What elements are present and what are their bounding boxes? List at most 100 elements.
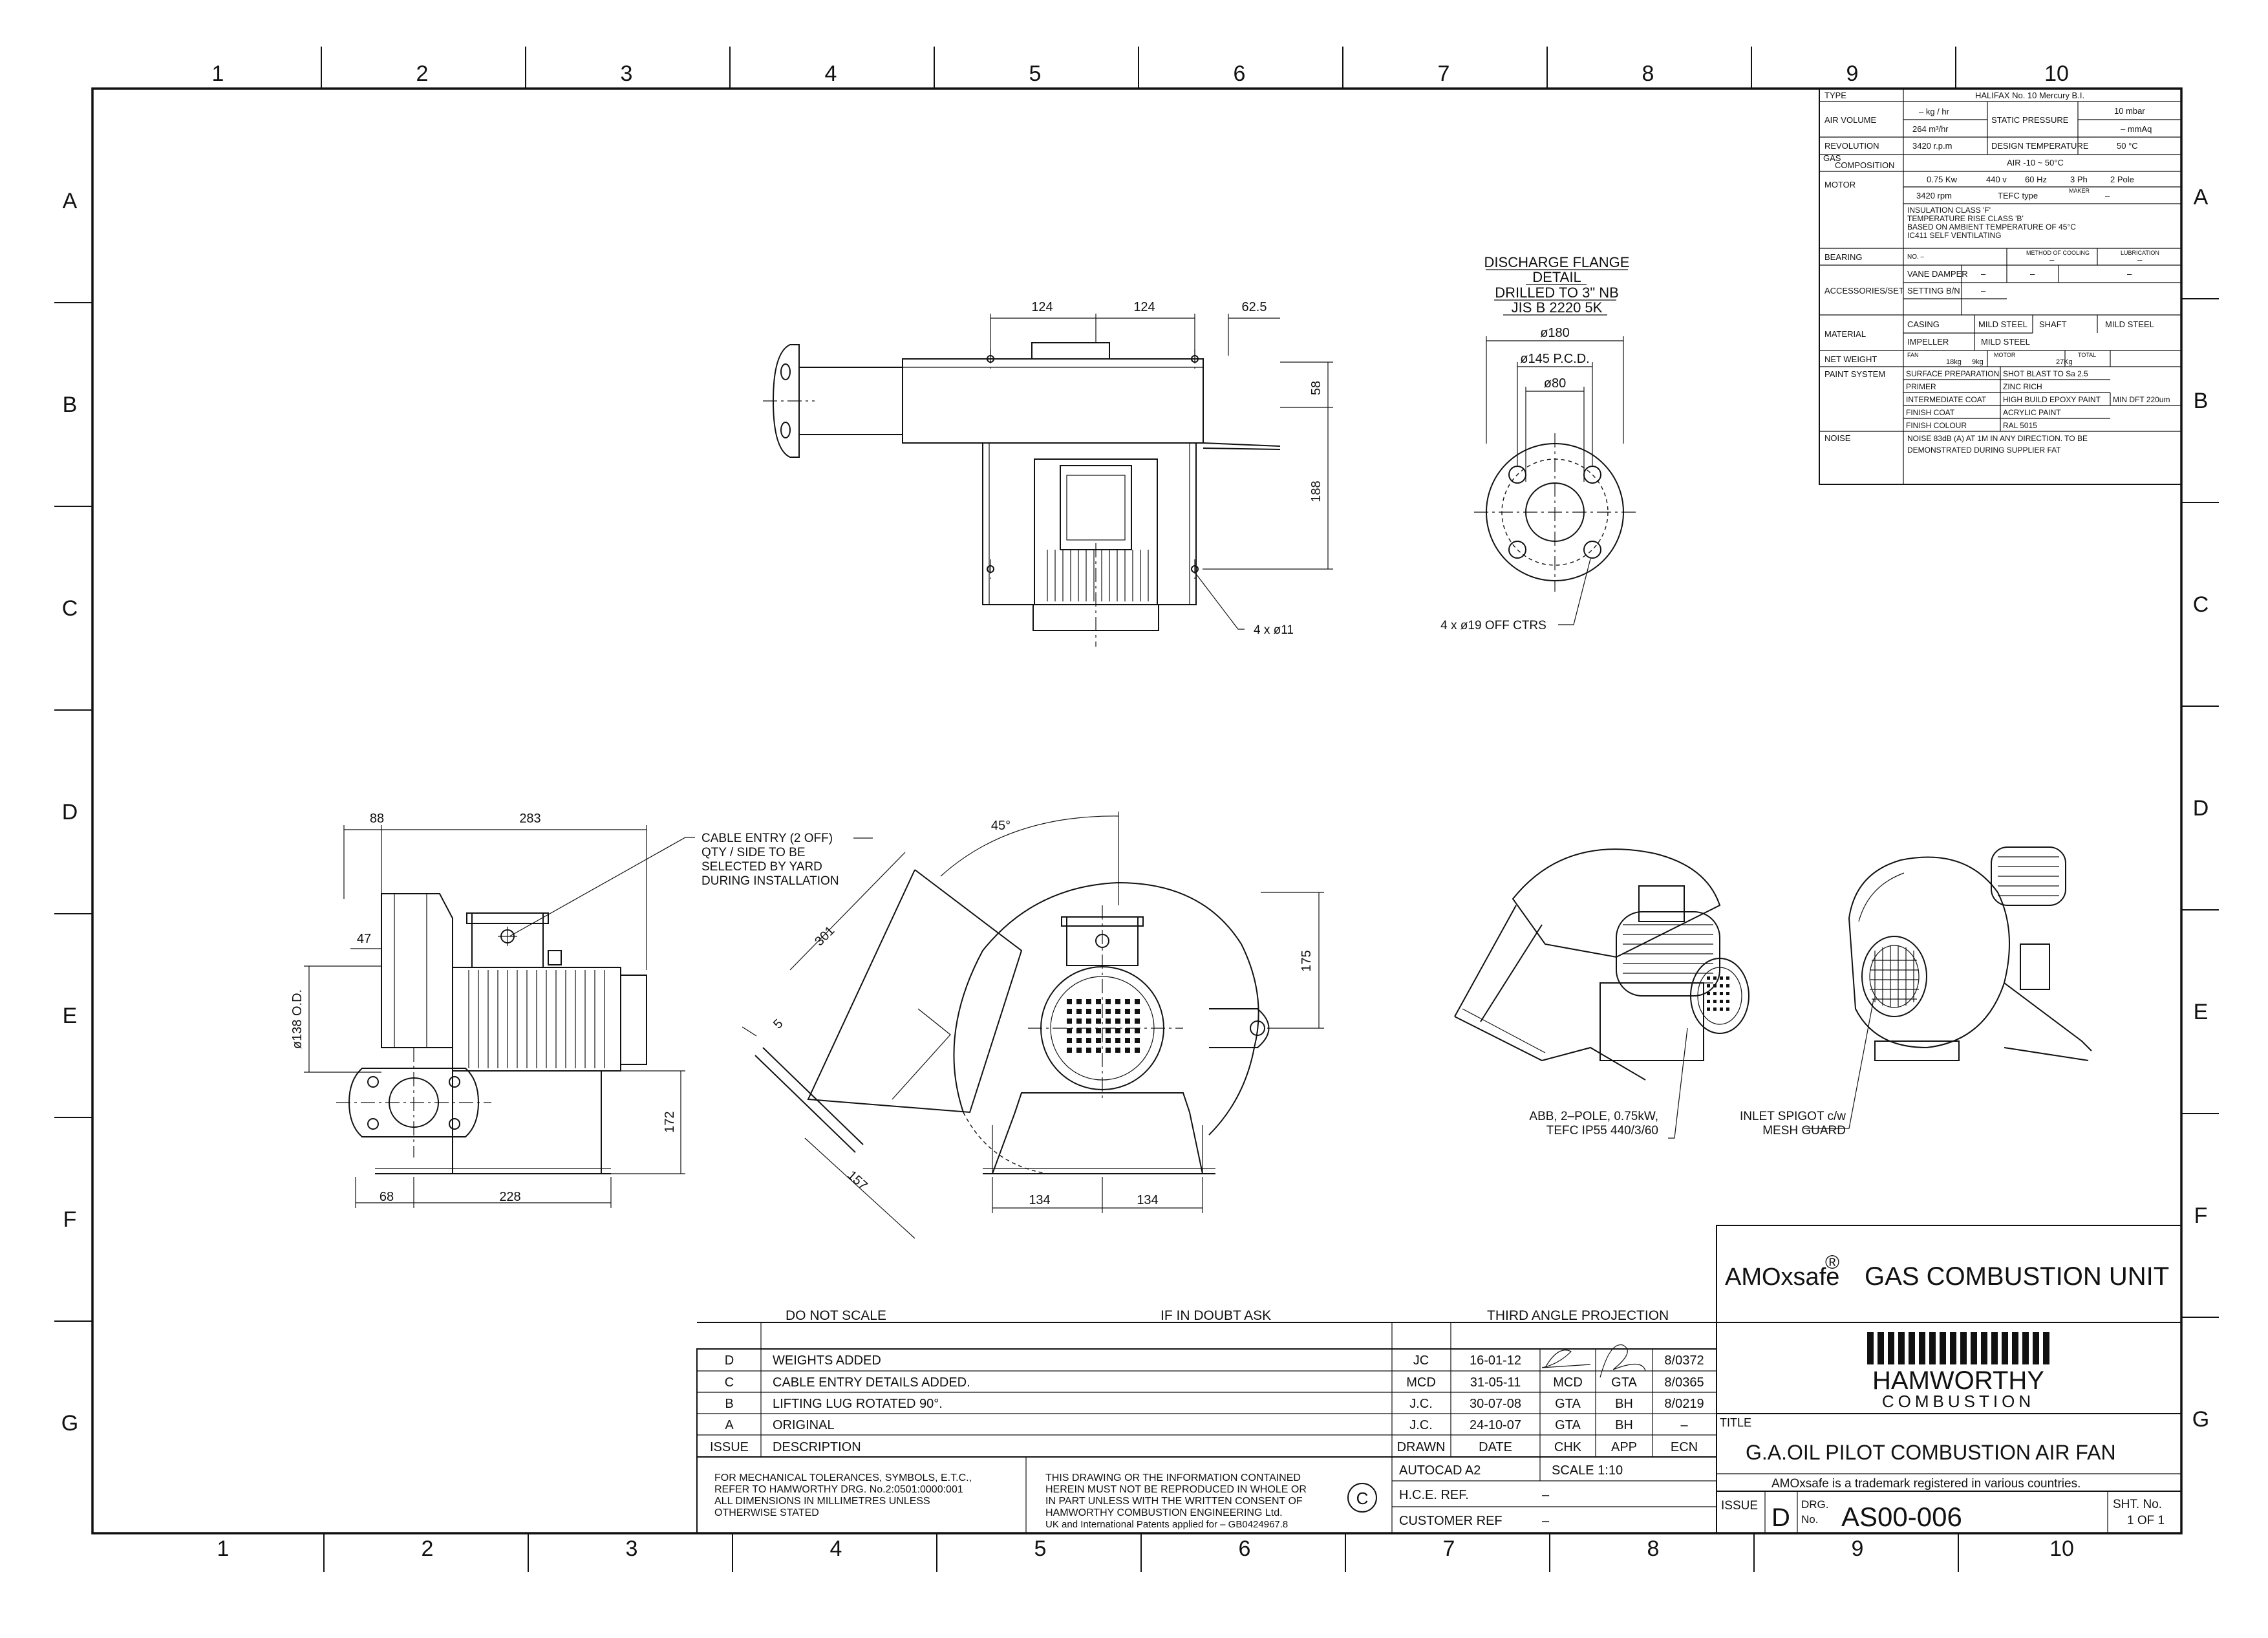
flange-detail-view (1474, 269, 1636, 625)
zone-col-top-2: 2 (416, 61, 429, 86)
top-dim-124b: 124 (1133, 300, 1155, 314)
side-dim-228: 228 (499, 1190, 520, 1204)
zone-row-left-g: G (61, 1411, 78, 1436)
spec-shaft-value: MILD STEEL (2105, 319, 2154, 329)
zone-row-left-e: E (63, 1004, 78, 1028)
rev-c-desc: CABLE ENTRY DETAILS ADDED. (773, 1375, 970, 1390)
spec-motor-note-4: IC411 SELF VENTILATING (1907, 231, 2002, 240)
rev-b-app: BH (1615, 1397, 1633, 1411)
spec-setting-bn: SETTING B/N (1907, 286, 1960, 296)
zone-row-left-a: A (63, 189, 78, 213)
flange-title-2: DETAIL (1532, 269, 1581, 285)
zone-col-bottom-2: 2 (422, 1536, 434, 1561)
rev-d-issue: D (725, 1353, 734, 1368)
spec-type-label: TYPE (1824, 91, 1846, 100)
spec-material-label: MATERIAL (1824, 329, 1866, 339)
spec-paint-row-3-value: HIGH BUILD EPOXY PAINT (2003, 395, 2101, 404)
spec-motor-pole: 2 Pole (2110, 175, 2134, 184)
side-dim-172: 172 (663, 1111, 677, 1132)
rev-a-issue: A (725, 1418, 734, 1432)
front-view (742, 812, 1324, 1239)
drawing-number: AS00-006 (1841, 1502, 1962, 1532)
flange-dim-145: ø145 P.C.D. (1520, 352, 1589, 366)
top-dim-62-5: 62.5 (1242, 300, 1267, 314)
spec-impeller: IMPELLER (1907, 337, 1949, 347)
tolerance-note-3: ALL DIMENSIONS IN MILLIMETRES UNLESS (714, 1496, 930, 1507)
rev-a-drawn: J.C. (1409, 1418, 1433, 1432)
iso-notes: ABB, 2–POLE, 0.75kW, TEFC IP55 440/3/60 … (1529, 1110, 1846, 1137)
header-drawn: DRAWN (1397, 1440, 1446, 1454)
spec-impeller-value: MILD STEEL (1981, 337, 2030, 347)
cable-note-3: SELECTED BY YARD (701, 860, 822, 874)
spec-motor-kw: 0.75 Kw (1927, 175, 1958, 184)
rev-a-ecn: – (1680, 1418, 1688, 1432)
flange-title-4: JIS B 2220 5K (1512, 299, 1603, 316)
hce-ref-label: H.C.E. REF. (1399, 1488, 1469, 1502)
spec-bearing-lub: LUBRICATION (2121, 250, 2159, 256)
rev-a-desc: ORIGINAL (773, 1418, 835, 1432)
top-dim-188: 188 (1309, 480, 1323, 502)
title-label: TITLE (1720, 1416, 1751, 1429)
spec-paint-dft: MIN DFT 220um (2113, 395, 2170, 404)
zone-col-top-6: 6 (1234, 61, 1246, 86)
unit-title-pre: AMOxsafe (1725, 1264, 1839, 1291)
top-view-dims: 124 124 62.5 58 188 4 x ø11 (1031, 300, 1323, 637)
spec-table-text: TYPE HALIFAX No. 10 Mercury B.I. AIR VOL… (1823, 91, 2170, 455)
header-description: DESCRIPTION (773, 1440, 861, 1454)
rev-d-date: 16-01-12 (1470, 1353, 1521, 1368)
rev-c-date: 31-05-11 (1470, 1375, 1521, 1390)
company-sub: COMBUSTION (1882, 1392, 2035, 1411)
title-block (696, 1225, 2182, 1534)
spec-bearing-no: NO. – (1907, 253, 1925, 261)
spec-casing-value: MILD STEEL (1978, 319, 2027, 329)
rev-a-chk: GTA (1555, 1418, 1581, 1432)
zone-col-bottom-8: 8 (1647, 1536, 1660, 1561)
spec-air-volume-kg: – kg / hr (1919, 107, 1950, 116)
hce-ref-value: – (1542, 1488, 1550, 1502)
rev-c-issue: C (725, 1375, 734, 1390)
top-view (763, 314, 1333, 647)
zone-col-bottom-10: 10 (2049, 1536, 2074, 1561)
spec-paint-row-4-label: FINISH COAT (1906, 408, 1955, 417)
projection-label: THIRD ANGLE PROJECTION (1487, 1308, 1669, 1323)
cable-note-4: DURING INSTALLATION (701, 874, 839, 888)
issue-label: ISSUE (1721, 1499, 1758, 1513)
zone-row-right-c: C (2193, 592, 2209, 617)
spec-paint-row-4-value: ACRYLIC PAINT (2003, 408, 2061, 417)
spec-paint-row-5-value: RAL 5015 (2003, 421, 2037, 430)
zone-col-top-7: 7 (1438, 61, 1450, 86)
zone-col-top-3: 3 (621, 61, 633, 86)
zone-col-bottom-7: 7 (1443, 1536, 1455, 1561)
drawing-title: G.A.OIL PILOT COMBUSTION AIR FAN (1746, 1441, 2116, 1464)
spec-total-label: TOTAL (2078, 352, 2096, 358)
copyright-note-3: IN PART UNLESS WITH THE WRITTEN CONSENT … (1045, 1496, 1303, 1507)
spec-gas-value: AIR -10 ~ 50°C (2007, 158, 2064, 167)
spec-motor-maker-label: MAKER (2069, 188, 2090, 194)
spec-motor-v: 440 v (1986, 175, 2007, 184)
header-ecn: ECN (1671, 1440, 1698, 1454)
spec-motor-note-1: INSULATION CLASS 'F' (1907, 206, 1991, 215)
spec-air-volume-label: AIR VOLUME (1824, 115, 1877, 125)
customer-ref-value: – (1542, 1514, 1550, 1528)
spec-motor-ph: 3 Ph (2070, 175, 2088, 184)
top-dim-58: 58 (1309, 381, 1323, 395)
spec-fan-weight: 18kg (1946, 358, 1962, 366)
spec-casing: CASING (1907, 319, 1940, 329)
spec-fan-label: FAN (1907, 352, 1919, 358)
rev-b-chk: GTA (1555, 1397, 1581, 1411)
zone-col-top-5: 5 (1029, 61, 1042, 86)
copyright-symbol: C (1356, 1489, 1369, 1508)
zone-col-bottom-1: 1 (217, 1536, 230, 1561)
rev-d-ecn: 8/0372 (1664, 1353, 1704, 1368)
zone-labels: 1 2 3 4 5 6 7 8 9 10 1 2 3 4 5 6 7 8 9 1… (61, 61, 2209, 1561)
zone-row-left-f: F (63, 1207, 77, 1232)
rev-d-desc: WEIGHTS ADDED (773, 1353, 881, 1368)
spec-revolution-value: 3420 r.p.m (1912, 141, 1952, 151)
flange-holes-note: 4 x ø19 OFF CTRS (1440, 619, 1546, 632)
spec-gas-label: GAS (1823, 153, 1841, 163)
spec-noise-label: NOISE (1824, 433, 1851, 443)
zone-col-bottom-5: 5 (1034, 1536, 1047, 1561)
spec-design-temp-label: DESIGN TEMPERATURE (1991, 141, 2089, 151)
iso-motor-note-2: TEFC IP55 440/3/60 (1546, 1124, 1658, 1137)
